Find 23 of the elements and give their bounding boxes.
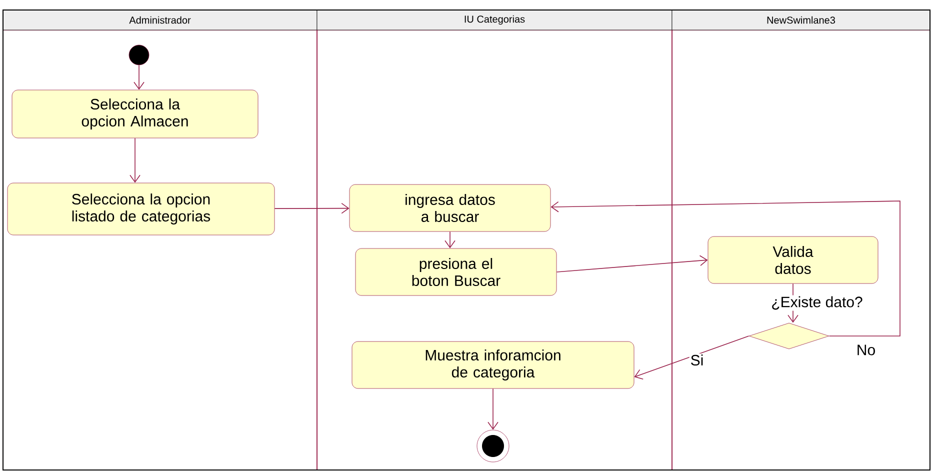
lane-header: NewSwimlane3 bbox=[672, 10, 930, 30]
action-box: ingresa datos a buscar bbox=[349, 184, 551, 232]
edge-label: ¿Existe dato? bbox=[770, 295, 864, 311]
arrow bbox=[556, 255, 708, 272]
action-box: Muestra inforamcion de categoria bbox=[352, 341, 634, 389]
decision-diamond bbox=[748, 322, 830, 350]
lane-header: Administrador bbox=[2, 10, 318, 30]
lane-header: IU Categorias bbox=[316, 10, 672, 30]
arrow bbox=[274, 202, 350, 214]
action-box: presiona el boton Buscar bbox=[355, 248, 557, 296]
arrow bbox=[550, 200, 900, 336]
edge-label: Si bbox=[689, 353, 705, 366]
end-bullseye bbox=[476, 430, 510, 462]
arrow bbox=[444, 231, 456, 248]
arrow bbox=[134, 64, 144, 90]
arrow bbox=[130, 138, 140, 183]
start-dot bbox=[128, 44, 150, 66]
action-box: Selecciona la opcion Almacen bbox=[12, 90, 258, 138]
edge-label: No bbox=[855, 344, 877, 356]
action-box: Valida datos bbox=[708, 236, 878, 284]
arrow bbox=[488, 388, 498, 430]
action-box: Selecciona la opcion listado de categorias bbox=[7, 182, 275, 236]
arrow bbox=[634, 336, 750, 380]
